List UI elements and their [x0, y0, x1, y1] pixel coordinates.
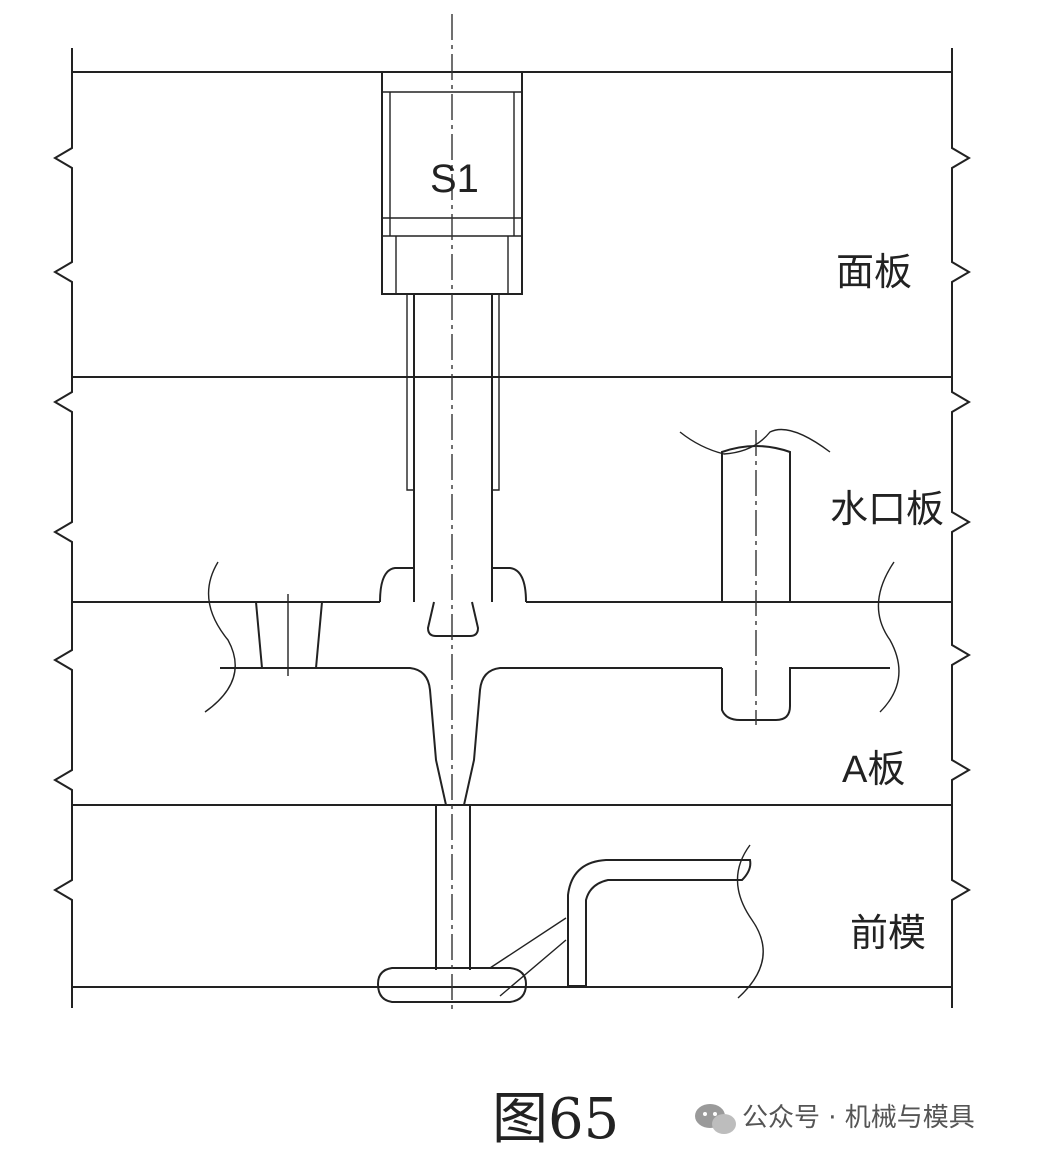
secondary-runner-well	[721, 667, 890, 721]
sprue-base-flare	[379, 567, 527, 603]
molded-part-section	[567, 859, 752, 987]
right-break-curve	[877, 561, 900, 713]
left-break-curve	[204, 561, 236, 713]
front-mold-label: 前模	[850, 913, 926, 955]
figure-caption: 图65	[492, 1087, 619, 1152]
part-break-curve	[736, 844, 764, 999]
runner-plate-label: 水口板	[830, 489, 944, 531]
runner-channel	[220, 667, 722, 806]
secondary-break-curve	[679, 428, 831, 455]
cold-slug	[426, 601, 480, 637]
top-plate-label: 面板	[836, 252, 912, 294]
left-edge-break-line	[53, 48, 73, 1008]
sprue-shank	[413, 294, 493, 602]
wechat-icon	[695, 1104, 736, 1134]
hatched-insert	[254, 601, 324, 669]
bolt-label: S1	[430, 157, 479, 201]
a-plate-label: A板	[842, 749, 905, 791]
submarine-gate	[489, 917, 567, 997]
sprue-sleeve	[406, 294, 500, 491]
pin-gate-channel	[435, 805, 471, 970]
right-edge-break-line	[951, 48, 971, 1008]
watermark-text: 公众号 · 机械与模具	[742, 1103, 975, 1133]
